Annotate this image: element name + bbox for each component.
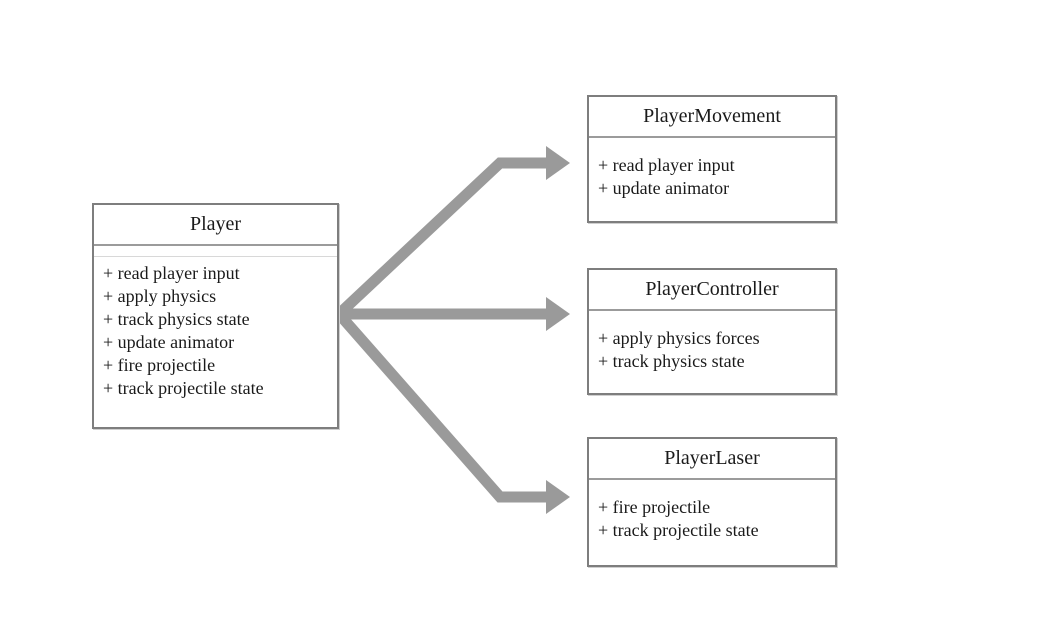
arrowhead-playermovement bbox=[546, 146, 570, 180]
class-title-playermovement: PlayerMovement bbox=[589, 97, 835, 138]
arrowhead-playerlaser bbox=[546, 480, 570, 514]
class-box-player: Player + read player input + apply physi… bbox=[92, 203, 339, 429]
arrow-player-to-playermovement bbox=[335, 157, 550, 319]
method-item: + apply physics forces bbox=[598, 328, 760, 348]
method-item: + track projectile state bbox=[598, 520, 759, 540]
methods-compartment-playermovement: + read player input + update animator bbox=[589, 138, 835, 200]
method-item: + track projectile state bbox=[103, 378, 264, 398]
class-box-playerlaser: PlayerLaser + fire projectile + track pr… bbox=[587, 437, 837, 567]
method-item: + fire projectile bbox=[103, 355, 216, 375]
method-item: + read player input bbox=[598, 155, 735, 175]
class-title-player: Player bbox=[94, 205, 337, 246]
method-item: + update animator bbox=[598, 178, 730, 198]
method-item: + read player input bbox=[103, 263, 240, 283]
class-title-playerlaser: PlayerLaser bbox=[589, 439, 835, 480]
methods-compartment-playerlaser: + fire projectile + track projectile sta… bbox=[589, 480, 835, 542]
methods-compartment-playercontroller: + apply physics forces + track physics s… bbox=[589, 311, 835, 373]
class-title-playercontroller: PlayerController bbox=[589, 270, 835, 311]
attributes-compartment-player bbox=[94, 246, 337, 257]
class-box-playermovement: PlayerMovement + read player input + upd… bbox=[587, 95, 837, 223]
method-item: + apply physics bbox=[103, 286, 217, 306]
method-item: + track physics state bbox=[598, 351, 745, 371]
arrow-player-to-playerlaser bbox=[334, 310, 550, 503]
methods-compartment-player: + read player input + apply physics + tr… bbox=[94, 257, 337, 400]
method-item: + track physics state bbox=[103, 309, 250, 329]
method-item: + fire projectile bbox=[598, 497, 711, 517]
class-box-playercontroller: PlayerController + apply physics forces … bbox=[587, 268, 837, 395]
arrowhead-playercontroller bbox=[546, 297, 570, 331]
method-item: + update animator bbox=[103, 332, 235, 352]
